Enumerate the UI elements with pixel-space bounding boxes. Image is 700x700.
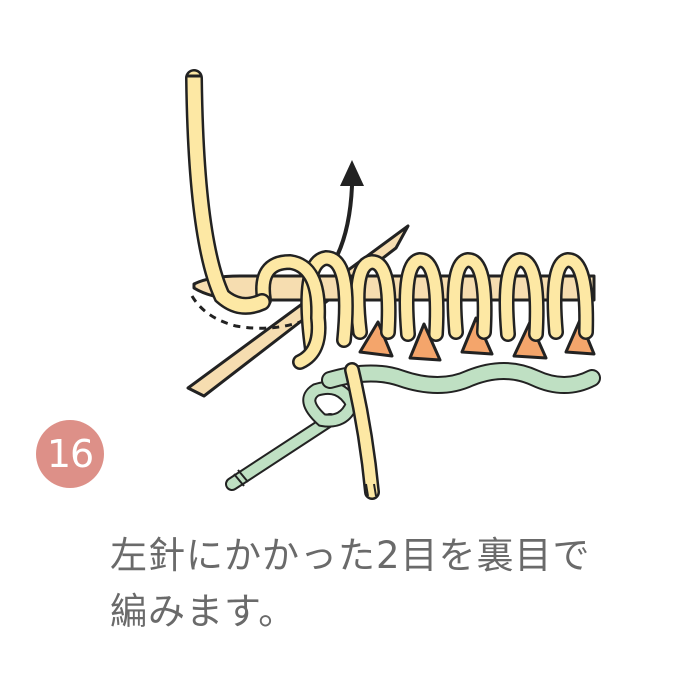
dashed-motion-path [190, 295, 301, 330]
up-arrow-icon [334, 160, 364, 260]
yarn-tail [344, 362, 380, 500]
step-number-badge: 16 [36, 420, 104, 488]
yellow-loops [255, 249, 595, 370]
caption-line-1: 左針にかかった2目を裏目で [110, 534, 591, 577]
working-yarn [185, 69, 271, 315]
knitting-illustration [185, 69, 601, 500]
caption-line-2: 編みます。 [110, 590, 297, 633]
instruction-caption: 左針にかかった2目を裏目で 編みます。 [110, 528, 670, 640]
step-number: 16 [46, 432, 94, 476]
green-chain [225, 362, 601, 491]
